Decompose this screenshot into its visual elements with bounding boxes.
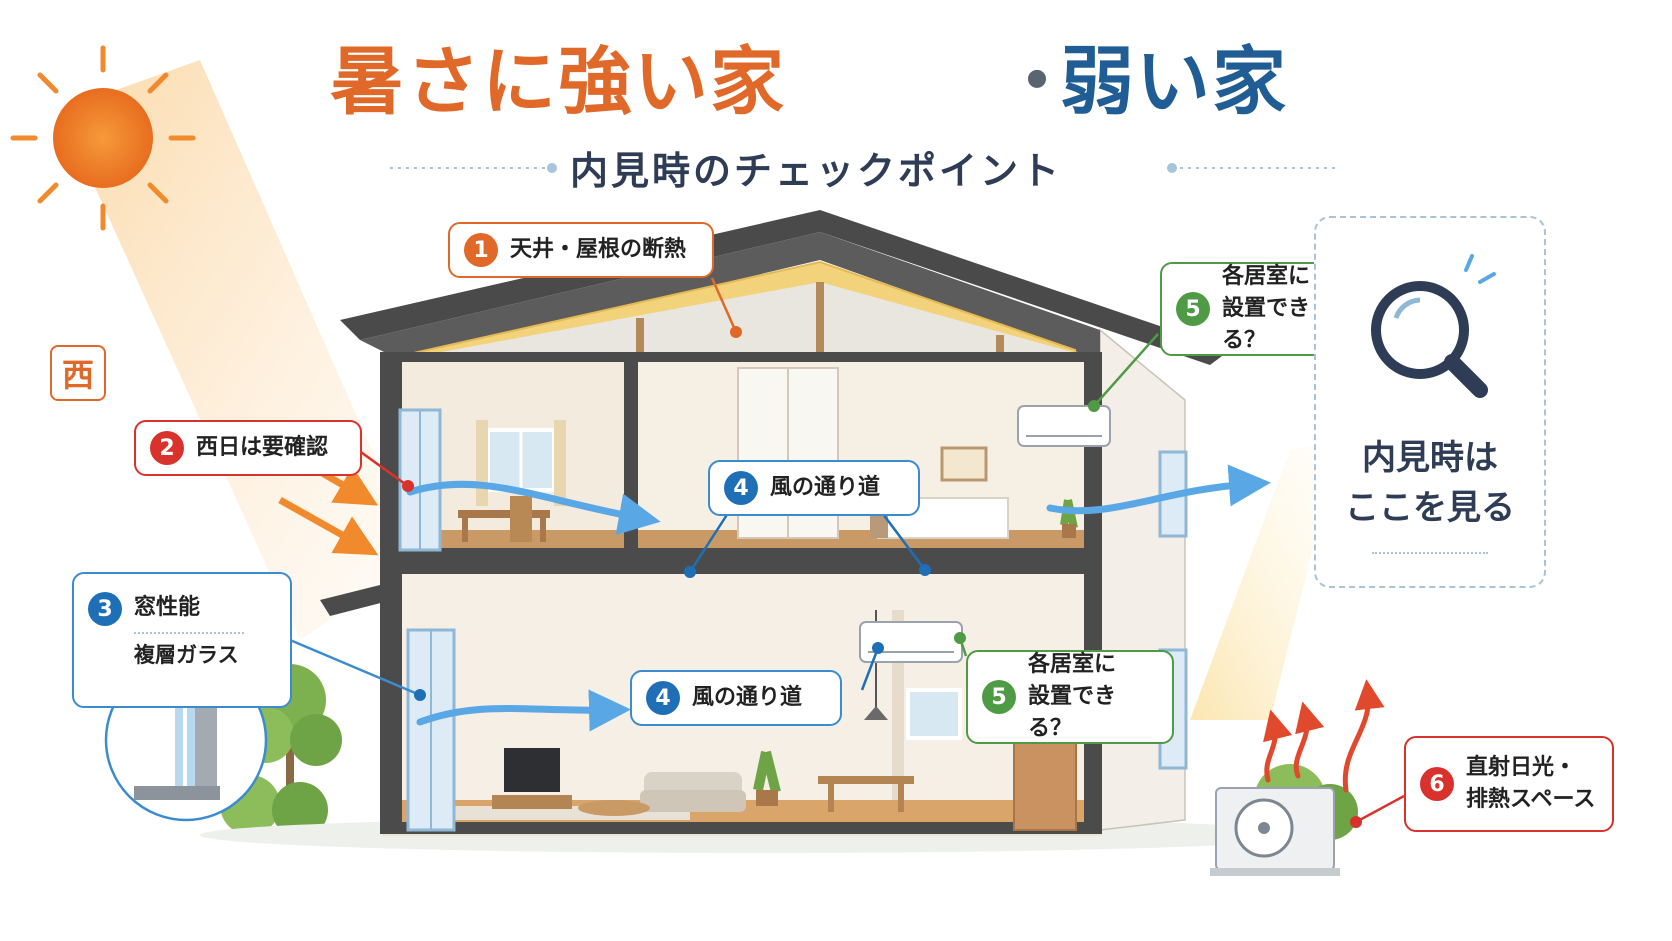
callout-label: 窓性能 複層ガラス <box>134 592 244 670</box>
roof <box>340 210 1230 365</box>
title-strong-house: 暑さに強い家 <box>330 39 786 125</box>
tree-left <box>220 664 342 838</box>
callout-line2: 設置できる？ <box>1222 296 1311 353</box>
callout-number: 2 <box>150 431 184 465</box>
callout-number: 6 <box>1420 767 1454 801</box>
window-west-lower <box>406 628 456 832</box>
callout-line2: 排熱スペース <box>1466 787 1596 812</box>
callout-label: 各居室に 設置できる？ <box>1028 649 1158 745</box>
callout-line1: 各居室に <box>1028 652 1117 678</box>
wind-arrows <box>406 464 1271 732</box>
callout-number: 5 <box>982 680 1016 714</box>
callout-number: 4 <box>724 471 758 505</box>
callout-wind-path-upper: 4 風の通り道 <box>708 460 920 516</box>
callout-label: 各居室に 設置できる？ <box>1222 261 1352 357</box>
callout-label: 風の通り道 <box>692 685 803 711</box>
west-label: 西 <box>50 345 106 401</box>
callout-west-sun: 2 西日は要確認 <box>134 420 362 476</box>
callout-number: 5 <box>1176 292 1210 326</box>
magnifier-icon <box>1371 254 1496 398</box>
callout-number: 1 <box>464 233 498 267</box>
sunlight-beam <box>60 60 420 640</box>
callout-number: 4 <box>646 681 680 715</box>
callout-line1: 窓性能 <box>134 595 201 620</box>
inspection-tip-line2: ここを見る <box>1345 488 1515 528</box>
callout-ceiling-roof-insulation: 1 天井・屋根の断熱 <box>448 222 714 278</box>
callout-number: 3 <box>88 592 122 626</box>
sun-icon <box>10 45 196 231</box>
callout-line2: 設置できる？ <box>1028 684 1117 741</box>
title-weak-house: 弱い家 <box>1060 39 1288 125</box>
callout-label: 風の通り道 <box>770 475 881 501</box>
callout-line1: 各居室に <box>1222 264 1311 290</box>
callout-label: 天井・屋根の断熱 <box>510 237 687 263</box>
callout-direct-sun-exhaust: 6 直射日光・ 排熱スペース <box>1404 736 1614 832</box>
window-west-upper <box>398 408 442 552</box>
heat-exhaust-arrows <box>1263 679 1385 793</box>
callout-ac-each-room-upper: 5 各居室に 設置できる？ <box>1160 262 1368 356</box>
sunlight-beam-right <box>1190 440 1340 720</box>
inspection-tip-panel: 内見時は ここを見る <box>1314 216 1546 588</box>
callout-window-performance: 3 窓性能 複層ガラス <box>72 572 292 708</box>
inspection-tip-line1: 内見時は <box>1362 438 1498 478</box>
subtitle: 内見時のチェックポイント <box>570 149 1063 193</box>
callout-label: 西日は要確認 <box>196 435 329 461</box>
outdoor-ac-unit <box>1210 787 1340 876</box>
callout-label: 直射日光・ 排熱スペース <box>1466 752 1595 816</box>
callout-line2: 複層ガラス <box>134 642 239 667</box>
title-separator: ・ <box>1000 39 1076 125</box>
callout-ac-each-room-lower: 5 各居室に 設置できる？ <box>966 650 1174 744</box>
callout-wind-path-lower: 4 風の通り道 <box>630 670 842 726</box>
callout-line1: 直射日光・ <box>1466 755 1577 781</box>
air-conditioner-upper <box>1017 405 1111 447</box>
